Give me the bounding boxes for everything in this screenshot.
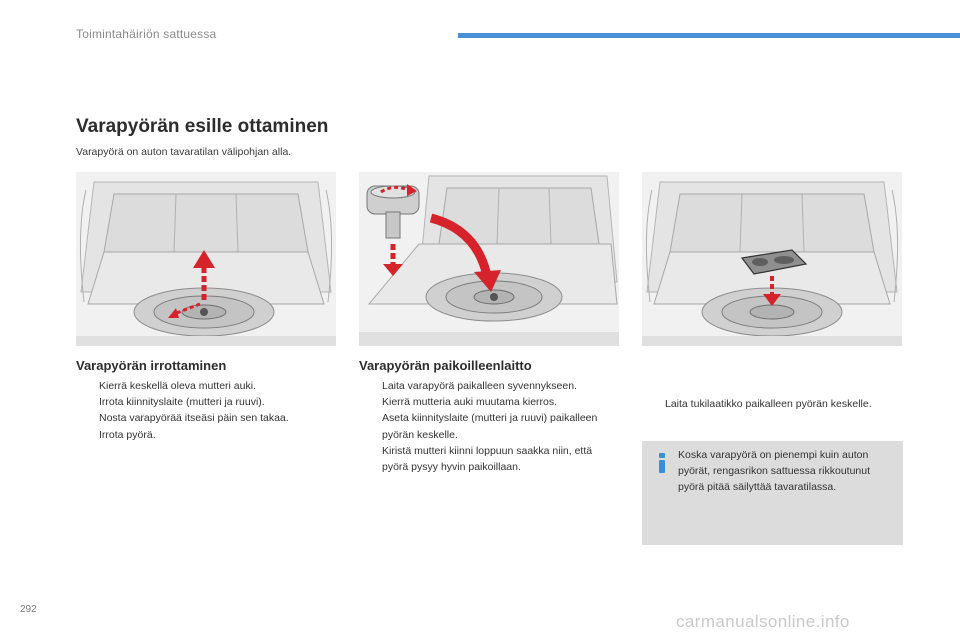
watermark: carmanualsonline.info <box>676 612 850 631</box>
list-item: Kierrä keskellä oleva mutteri auki. <box>99 380 256 392</box>
list-item: Laita tukilaatikko paikalleen pyörän kes… <box>665 398 872 410</box>
running-header: Toimintahäiriön sattuessa <box>76 27 217 41</box>
list-item: Irrota kiinnityslaite (mutteri ja ruuvi)… <box>99 396 265 409</box>
list-item: Laita varapyörä paikalleen syvennykseen. <box>382 380 577 392</box>
intro-text: Varapyörä on auton tavaratilan välipohja… <box>76 146 292 158</box>
header-accent-bar <box>458 33 960 38</box>
list-item: Irrota pyörä. <box>99 428 156 441</box>
section-title-refit: Varapyörän paikoilleenlaitto <box>359 358 532 373</box>
section-title-removal: Varapyörän irrottaminen <box>76 358 227 373</box>
page-title: Varapyörän esille ottaminen <box>76 116 329 137</box>
trunk-spare-wheel-removal-illustration <box>76 172 336 346</box>
removal-steps: Kierrä keskellä oleva mutteri auki. Irro… <box>76 378 346 443</box>
list-item: Kierrä mutteria auki muutama kierros. <box>382 396 558 409</box>
toolbox-steps: Laita tukilaatikko paikalleen pyörän kes… <box>642 396 882 412</box>
info-icon <box>659 453 665 473</box>
info-note: Koska varapyörä on pienempi kuin auton p… <box>642 441 903 545</box>
refit-steps: Laita varapyörä paikalleen syvennykseen.… <box>359 378 621 475</box>
page-number: 292 <box>20 604 37 615</box>
info-text: Koska varapyörä on pienempi kuin auton p… <box>678 449 871 494</box>
trunk-spare-wheel-refit-illustration <box>359 172 619 346</box>
list-item: Kiristä mutteri kiinni loppuun saakka ni… <box>382 444 593 474</box>
list-item: Aseta kiinnityslaite (mutteri ja ruuvi) … <box>382 412 598 441</box>
list-item: Nosta varapyörää itseäsi päin sen takaa. <box>99 412 289 425</box>
trunk-tool-box-refit-illustration <box>642 172 902 346</box>
